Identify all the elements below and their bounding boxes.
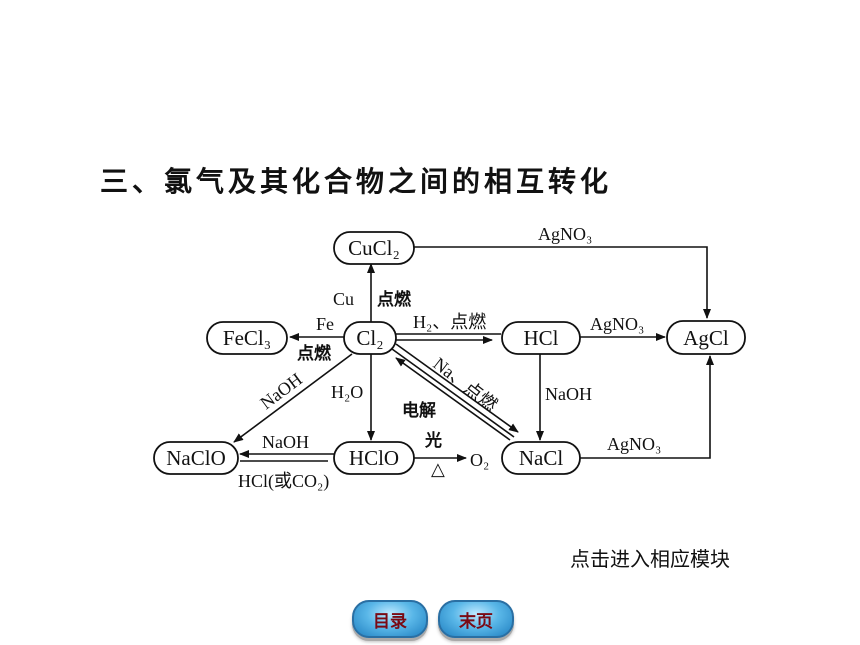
edge-nacl-agcl <box>580 355 714 459</box>
node-agcl-label: AgCl <box>683 326 729 350</box>
label-electrolysis: 电解 <box>402 400 436 421</box>
page-title: 三、氯气及其化合物之间的相互转化 <box>100 165 613 198</box>
node-hclo-label: HClO <box>349 446 399 470</box>
node-fecl3: FeCl₃ <box>206 321 288 355</box>
node-naclo-label: NaClO <box>166 446 226 470</box>
label-cu: Cu <box>333 289 354 309</box>
node-hclo: HClO <box>333 441 415 475</box>
label-cucl2-agcl: AgNO₃ <box>538 224 592 244</box>
label-cu-ignite: 点燃 <box>377 289 412 310</box>
label-hcl-co2: HCl(或CO₂) <box>238 471 329 492</box>
node-nacl: NaCl <box>501 441 581 475</box>
node-hcl: HCl <box>501 321 581 355</box>
label-naclo-naoh: NaOH <box>262 432 309 452</box>
node-fecl3-label: FeCl₃ <box>223 326 271 350</box>
label-fe: Fe <box>316 314 334 334</box>
label-o2: O₂ <box>470 450 489 470</box>
label-hcl-agcl: AgNO₃ <box>590 314 644 334</box>
label-h2-ignite: H₂、点燃 <box>413 312 486 332</box>
edge-cl2-hcl <box>396 333 501 344</box>
label-h2o: H₂O <box>331 382 363 402</box>
node-cl2: Cl₂ <box>343 321 397 355</box>
label-nacl-agcl: AgNO₃ <box>607 434 661 454</box>
node-cucl2-label: CuCl₂ <box>348 236 400 260</box>
edge-cl2-naclo <box>233 353 353 443</box>
label-hcl-naoh: NaOH <box>545 384 592 404</box>
node-cucl2: CuCl₂ <box>333 231 415 265</box>
last-page-button[interactable]: 末页 <box>438 600 514 638</box>
edge-nacl-cl2 <box>395 357 511 441</box>
module-link[interactable]: 点击进入相应模块 <box>570 547 730 571</box>
node-nacl-label: NaCl <box>519 446 563 470</box>
label-fe-ignite: 点燃 <box>297 343 332 364</box>
toc-button[interactable]: 目录 <box>352 600 428 638</box>
edge-cucl2-agcl <box>414 246 711 319</box>
node-hcl-label: HCl <box>523 326 558 350</box>
node-agcl: AgCl <box>666 320 746 355</box>
edge-hclo-naclo <box>239 450 334 462</box>
node-cl2-label: Cl₂ <box>356 326 383 350</box>
label-heat: △ <box>431 459 445 479</box>
label-light: 光 <box>424 430 442 451</box>
node-naclo: NaClO <box>153 441 239 475</box>
edge-cl2-nacl <box>391 343 519 438</box>
